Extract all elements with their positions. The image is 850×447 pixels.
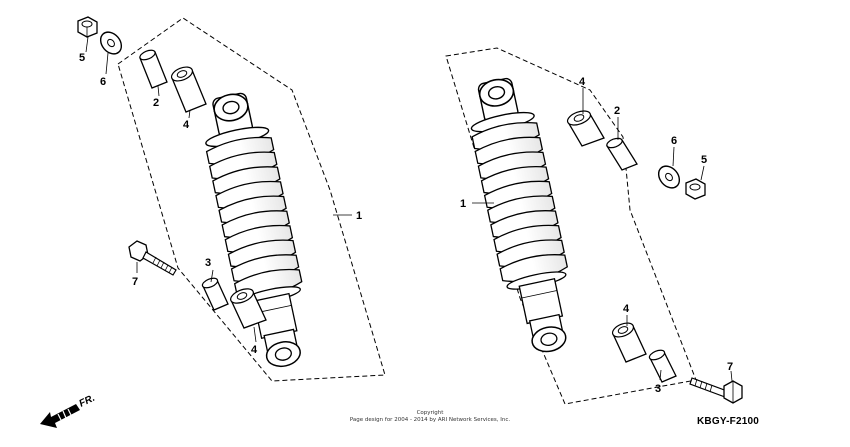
left-washer-part	[99, 31, 123, 55]
left-assembly-outline	[117, 17, 386, 382]
left-callout-4-upper: 4	[183, 119, 190, 131]
front-label: FR.	[77, 393, 96, 410]
right-callout-3: 3	[655, 383, 661, 395]
left-nut-part	[77, 16, 98, 38]
diagram-code: KBGY-F2100	[697, 416, 760, 427]
left-upper-bushing-part	[170, 66, 207, 113]
right-upper-bushing-part	[566, 110, 605, 147]
right-upper-collar-part	[606, 137, 638, 171]
left-callout-1: 1	[356, 210, 362, 222]
left-lower-bushing-part	[230, 288, 267, 329]
right-callout-4-lower: 4	[623, 303, 630, 315]
right-callout-5: 5	[701, 154, 707, 166]
left-callout-5: 5	[79, 52, 85, 64]
left-lower-collar-part	[201, 277, 229, 311]
left-callout-4-lower: 4	[251, 344, 258, 356]
right-callout-2: 2	[614, 105, 620, 117]
right-callout-4-upper: 4	[579, 76, 586, 88]
left-bolt-part	[128, 240, 177, 276]
right-shock-group: 4 2 6 5 1 4 3 7	[445, 47, 743, 405]
right-callout-1: 1	[460, 198, 466, 210]
copyright-notice: Page design for 2004 - 2014 by ARI Netwo…	[349, 417, 511, 423]
left-callout-2: 2	[153, 97, 159, 109]
front-direction-indicator: FR.	[40, 393, 97, 428]
right-nut-part	[685, 178, 706, 200]
left-callout-7: 7	[132, 276, 138, 288]
right-bolt-part	[689, 377, 743, 404]
copyright-heading: Copyright	[416, 410, 444, 416]
left-upper-collar-part	[139, 49, 168, 89]
right-shock-absorber	[470, 77, 569, 353]
right-callout-6: 6	[671, 135, 677, 147]
front-arrow-icon	[40, 404, 80, 428]
left-callout-3: 3	[205, 257, 211, 269]
right-lower-bushing-part	[611, 322, 647, 363]
left-shock-absorber	[205, 92, 303, 368]
right-callout-7: 7	[727, 361, 733, 373]
right-washer-part	[657, 165, 681, 189]
right-lower-collar-part	[648, 349, 677, 383]
left-callout-6: 6	[100, 76, 106, 88]
left-shock-group: 5 6 2 4 1 3 4 7	[77, 16, 386, 382]
